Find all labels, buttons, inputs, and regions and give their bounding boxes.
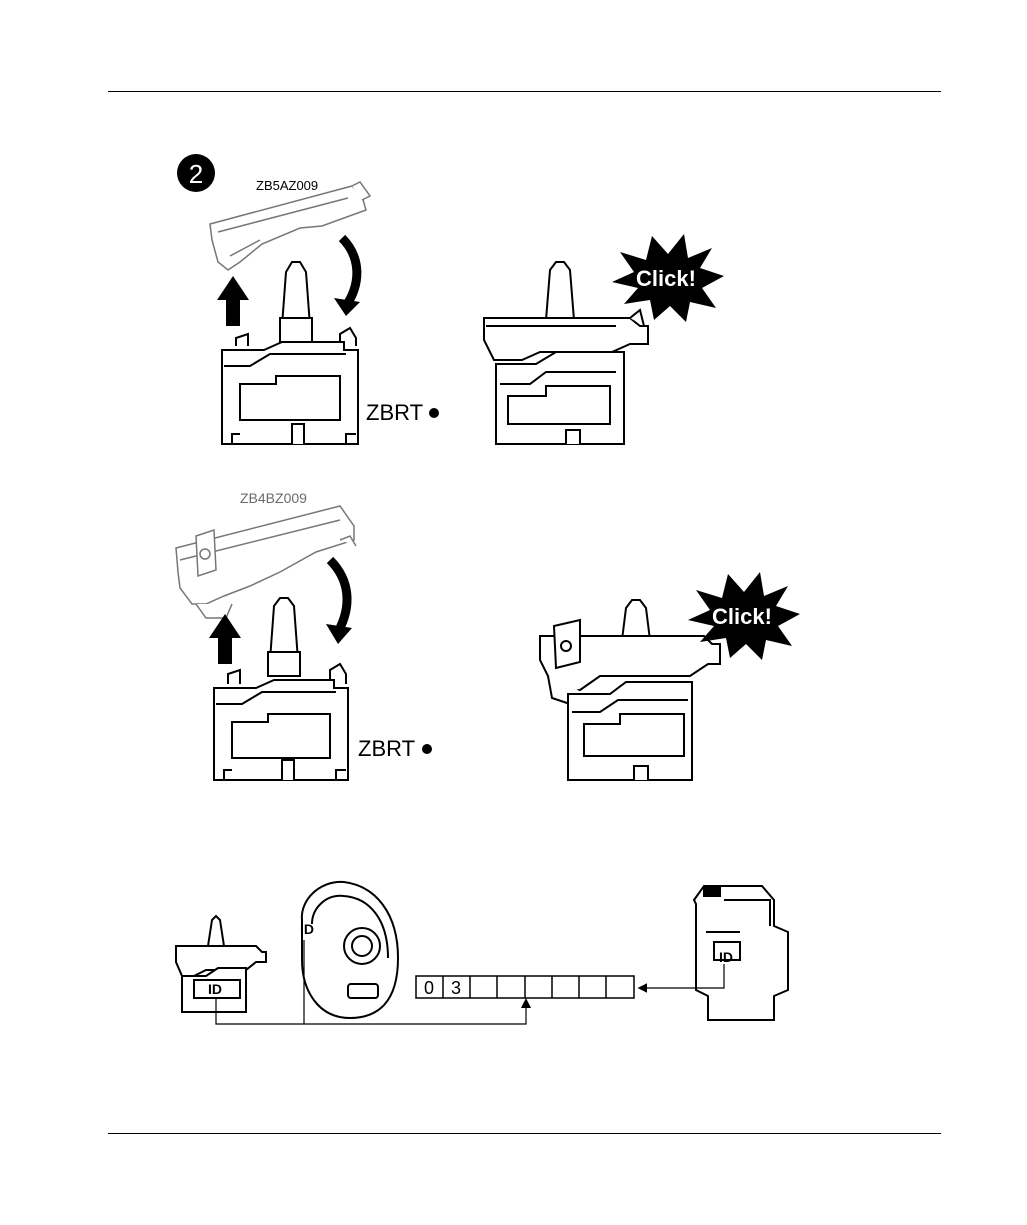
pairing-up-arrow-icon: [521, 998, 531, 1008]
pairing-receiver-device: [694, 886, 788, 1020]
lower-lift-arrow-icon: [209, 614, 241, 664]
code-cell-2: 3: [451, 978, 461, 998]
upper-adapter-label: ZB5AZ009: [256, 178, 318, 193]
lower-click-text: Click!: [712, 604, 772, 629]
step-badge: 2: [177, 154, 215, 192]
lower-assembled-right: [540, 600, 720, 780]
upper-base-wildcard-dot: [429, 408, 439, 418]
lower-base-label: ZBRT: [358, 736, 415, 761]
upper-click-text: Click!: [636, 266, 696, 291]
pairing-id-left: ID: [208, 981, 222, 997]
upper-lift-arrow-icon: [217, 276, 249, 326]
pairing-id-middle: ID: [300, 921, 314, 937]
lower-rotate-arrow-icon: [330, 560, 347, 632]
lower-base-wildcard-dot: [422, 744, 432, 754]
pairing-id-right: ID: [719, 949, 733, 965]
pairing-base-device: [176, 916, 266, 1012]
svg-text:2: 2: [189, 159, 203, 189]
code-cell-1: 0: [424, 978, 434, 998]
lower-adapter-label: ZB4BZ009: [240, 490, 307, 506]
pairing-id-code-cells: 0 3: [416, 976, 634, 998]
upper-base-label: ZBRT: [366, 400, 423, 425]
upper-click-burst: Click!: [612, 234, 724, 322]
upper-adapter-tilted: [210, 182, 370, 270]
upper-rotate-arrow-icon: [342, 238, 357, 306]
upper-assembled-right: [484, 262, 648, 444]
pairing-transmitter-device: [302, 882, 398, 1018]
upper-base-left: [222, 262, 358, 444]
